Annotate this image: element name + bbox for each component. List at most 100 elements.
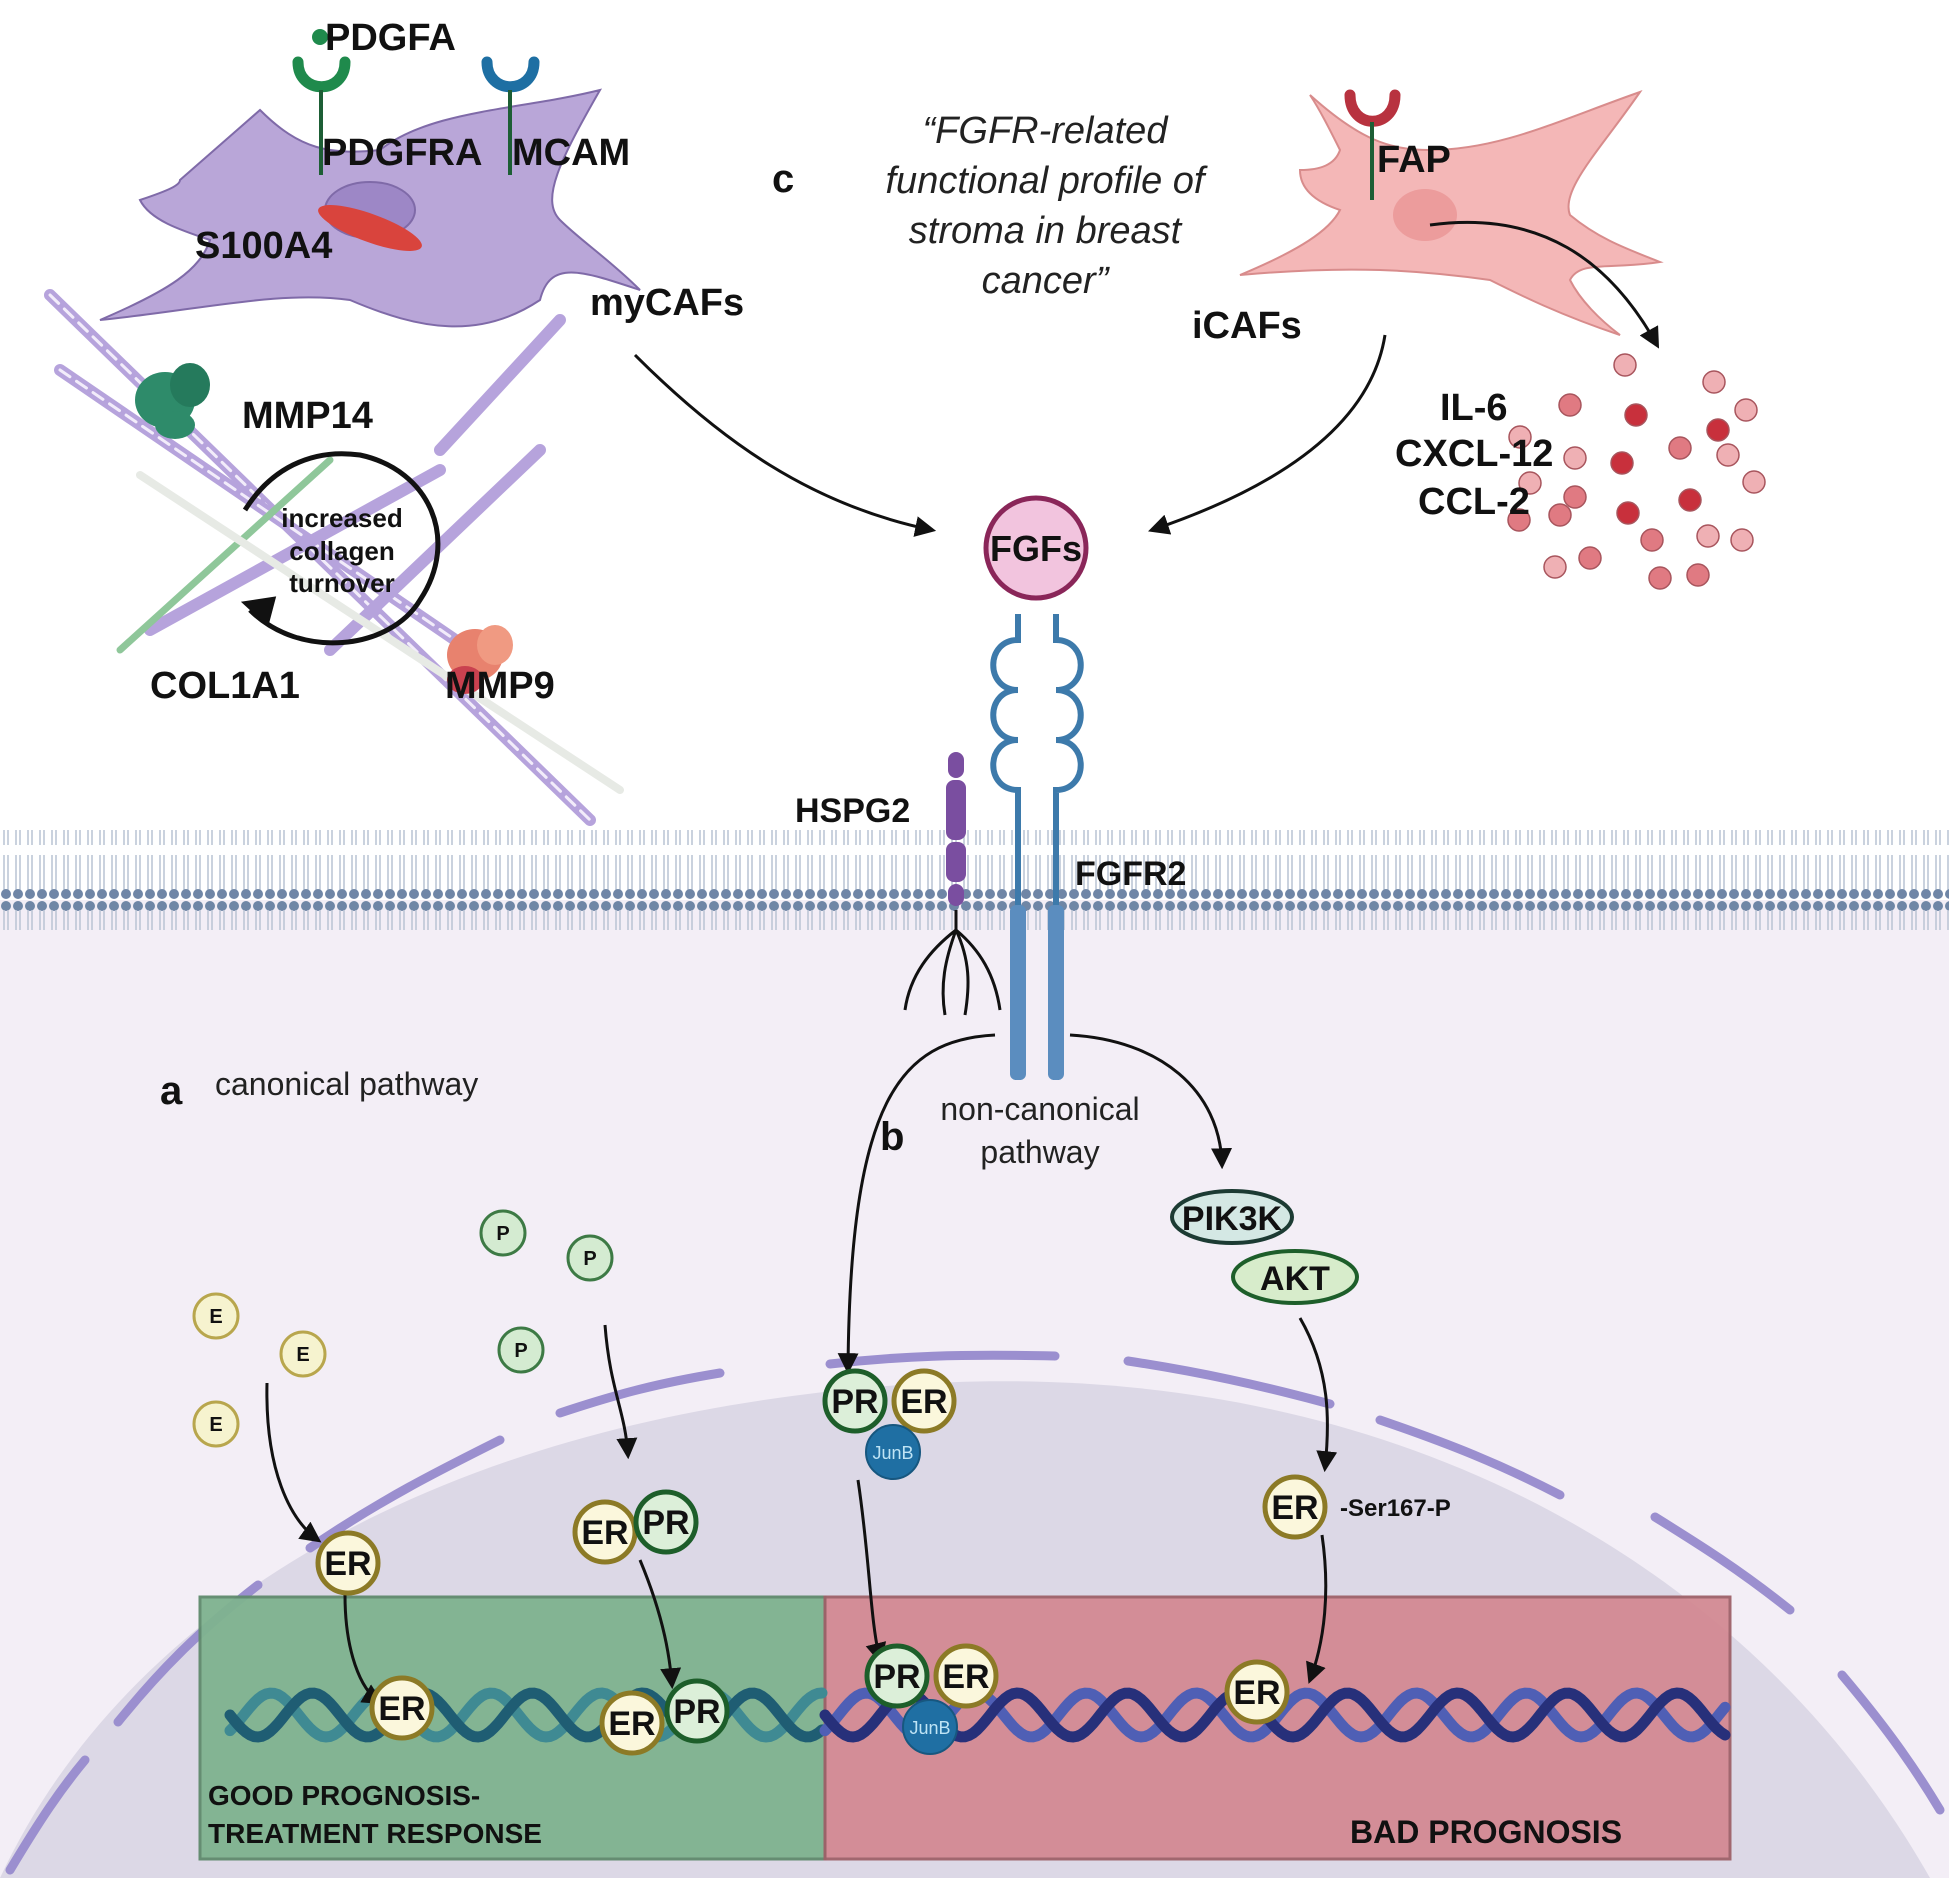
s100a4-label: S100A4 [195, 225, 332, 267]
estrogen-to-er-arrow [265, 1382, 322, 1543]
pr-bubble-complex-dna: PR [864, 1643, 930, 1709]
cytokine-dot [1734, 398, 1758, 422]
akt-node [1231, 1249, 1359, 1305]
svg-text:JunB: JunB [909, 1718, 950, 1738]
cytokine-dot [1616, 501, 1640, 525]
svg-text:PR: PR [873, 1658, 920, 1696]
svg-text:PR: PR [642, 1504, 689, 1542]
cytokine-dot [1668, 436, 1692, 460]
svg-text:ER: ER [900, 1383, 947, 1421]
mmp14-label: MMP14 [242, 395, 373, 437]
cytokine-cluster [1507, 353, 1766, 590]
panel-c-letter: c [772, 157, 794, 201]
svg-text:JunB: JunB [872, 1443, 913, 1463]
cytokine-dot [1613, 353, 1637, 377]
junb-bubble-complex-dna: JunB [902, 1699, 958, 1755]
pik3k-node [1170, 1189, 1294, 1245]
er-bubble-bad-dna: ER [1224, 1659, 1290, 1725]
good-prognosis-label-2: TREATMENT RESPONSE [208, 1818, 542, 1849]
cytokine-label-ccl2: CCL-2 [1418, 481, 1530, 523]
cytokine-dot [1508, 425, 1532, 449]
cytokine-label-cxcl12: CXCL-12 [1395, 433, 1553, 475]
svg-text:E: E [209, 1306, 222, 1328]
icaf-nucleus [1393, 189, 1457, 241]
svg-text:ER: ER [324, 1545, 371, 1583]
good-prognosis-label-1: GOOD PROGNOSIS- [208, 1780, 480, 1811]
estrogen-molecules: E E E [192, 1292, 327, 1448]
akt-label: AKT [1260, 1260, 1330, 1298]
fgf-ligand-icon [983, 495, 1089, 601]
pr-bubble-erpr-cytoplasm: PR [633, 1489, 699, 1555]
hspg2-icon [903, 752, 1002, 1016]
er-bubble-cytoplasm: ER [315, 1530, 381, 1596]
svg-text:ER: ER [378, 1690, 425, 1728]
cytokine-dot [1518, 471, 1542, 495]
junb-bubble-complex: JunB [865, 1424, 921, 1480]
secretion-arrow [1429, 220, 1660, 349]
fgfr2-label: FGFR2 [1075, 855, 1186, 893]
cytokine-dot [1686, 563, 1710, 587]
svg-text:E: E [209, 1414, 222, 1436]
svg-text:PR: PR [673, 1693, 720, 1731]
fgfr2-receptor-icon [990, 614, 1084, 1080]
figure-quote-line-3: stroma in breast [909, 210, 1183, 252]
svg-text:P: P [514, 1340, 527, 1362]
cytokine-dot [1648, 566, 1672, 590]
svg-text:ER: ER [942, 1658, 989, 1696]
fgfr-to-pik3k-arrow [1069, 1033, 1233, 1170]
fap-receptor-icon [1344, 89, 1401, 127]
mcam-label: MCAM [512, 132, 630, 174]
icaf-to-fgf-arrow [1148, 334, 1387, 535]
mmp14-enzyme-icon [135, 363, 210, 439]
mcam-receptor-icon [481, 56, 540, 93]
cytokine-dot [1702, 370, 1726, 394]
cytokine-dot [1578, 546, 1602, 570]
progesterone-molecule: P [497, 1326, 545, 1374]
progesterone-molecules: P P P [479, 1209, 614, 1374]
s100a4-protein [318, 205, 422, 251]
plasma-membrane [0, 830, 1949, 930]
progesterone-molecule: P [479, 1209, 527, 1257]
canonical-pathway-title: canonical pathway [215, 1066, 478, 1102]
turnover-arrowhead-icon [240, 596, 277, 627]
prer-complex-to-dna-arrow [856, 1479, 887, 1665]
cytokine-dot [1548, 503, 1572, 527]
pik3k-label: PIK3K [1182, 1200, 1283, 1238]
svg-text:P: P [583, 1248, 596, 1270]
icaf-cell [1239, 90, 1664, 336]
noncanonical-title-2: pathway [980, 1134, 1099, 1170]
mmp9-enzyme-icon [447, 625, 513, 694]
er-bubble-complex-dna: ER [933, 1643, 999, 1709]
er-bubble-complex: ER [891, 1368, 957, 1434]
estrogen-molecule: E [192, 1400, 240, 1448]
mycaf-label: myCAFs [590, 282, 744, 324]
estrogen-molecule: E [192, 1292, 240, 1340]
er-ser167-to-dna-arrow [1306, 1534, 1328, 1684]
ser167-label: -Ser167-P [1340, 1495, 1451, 1522]
svg-text:ER: ER [1271, 1489, 1318, 1527]
estrogen-molecule: E [279, 1330, 327, 1378]
pdgfra-receptor-icon [292, 56, 351, 93]
svg-text:P: P [496, 1223, 509, 1245]
figure-quote-line-1: “FGFR-related [923, 110, 1170, 152]
pdgfa-label: PDGFA [325, 17, 456, 59]
cytokine-dot [1640, 528, 1664, 552]
turnover-label-1: increased [281, 503, 402, 533]
svg-text:PR: PR [831, 1383, 878, 1421]
fgfr-to-prer-arrow [837, 1033, 996, 1375]
svg-text:ER: ER [1233, 1674, 1280, 1712]
cytokine-dot [1678, 488, 1702, 512]
svg-text:E: E [296, 1344, 309, 1366]
cytokine-dot [1610, 451, 1634, 475]
bad-prognosis-label: BAD PROGNOSIS [1350, 1814, 1622, 1850]
turnover-label-3: turnover [289, 568, 394, 598]
svg-text:ER: ER [608, 1705, 655, 1743]
pr-bubble-complex: PR [822, 1368, 888, 1434]
cytokine-dot [1558, 393, 1582, 417]
er-bubble-erpr-dna: ER [599, 1690, 665, 1756]
turnover-label-2: collagen [289, 536, 394, 566]
hspg2-label: HSPG2 [795, 792, 910, 830]
col1a1-label: COL1A1 [150, 665, 300, 707]
